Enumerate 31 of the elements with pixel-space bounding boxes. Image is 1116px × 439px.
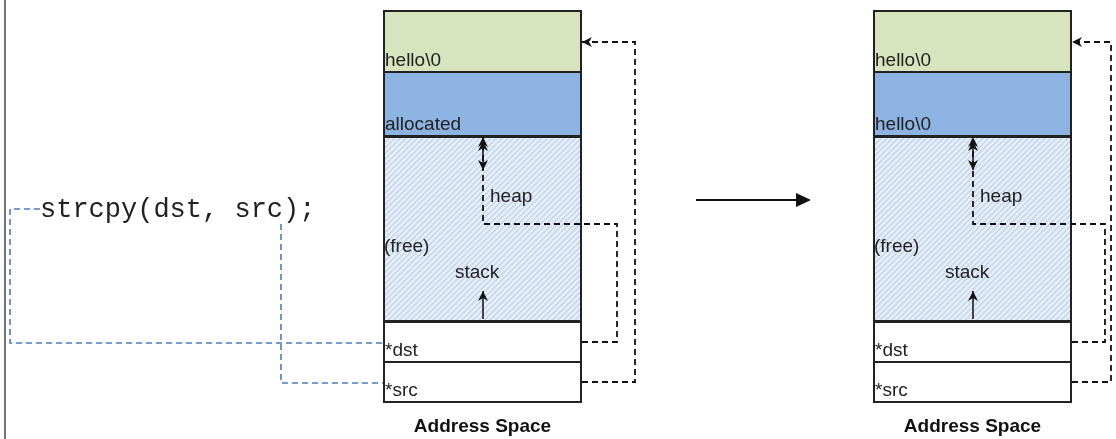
segment-label: allocated [385, 114, 462, 133]
segment-label: hello\0 [875, 50, 931, 69]
region-label: stack [945, 262, 990, 281]
pointer-arrow [581, 37, 636, 383]
memory-segment [873, 10, 1072, 73]
segment-label: hello\0 [385, 50, 441, 69]
memory-segment [383, 71, 582, 137]
memory-segment [383, 321, 582, 363]
memory-segment [873, 321, 1072, 363]
leader-line [280, 223, 384, 384]
code-line: strcpy(dst, src); [40, 196, 330, 224]
region-label: heap [980, 186, 1023, 205]
region-label: heap [490, 186, 533, 205]
segment-label: *src [385, 380, 418, 399]
region-label: (free) [874, 236, 920, 255]
leader-line [9, 208, 384, 344]
segment-label: hello\0 [875, 114, 931, 133]
region-label: (free) [384, 236, 430, 255]
region-label: stack [455, 262, 500, 281]
segment-label: *dst [875, 340, 908, 359]
diagram-caption: Address Space [902, 416, 1043, 435]
segment-label: *src [875, 380, 908, 399]
diagram-caption: Address Space [412, 416, 553, 435]
pointer-arrow [968, 136, 1106, 343]
memory-segment [873, 71, 1072, 137]
pointer-arrow [1071, 37, 1112, 383]
segment-label: *dst [385, 340, 418, 359]
memory-segment [383, 10, 582, 73]
pointer-arrow [478, 136, 618, 343]
memory-segment [383, 361, 582, 403]
memory-segment [873, 361, 1072, 403]
